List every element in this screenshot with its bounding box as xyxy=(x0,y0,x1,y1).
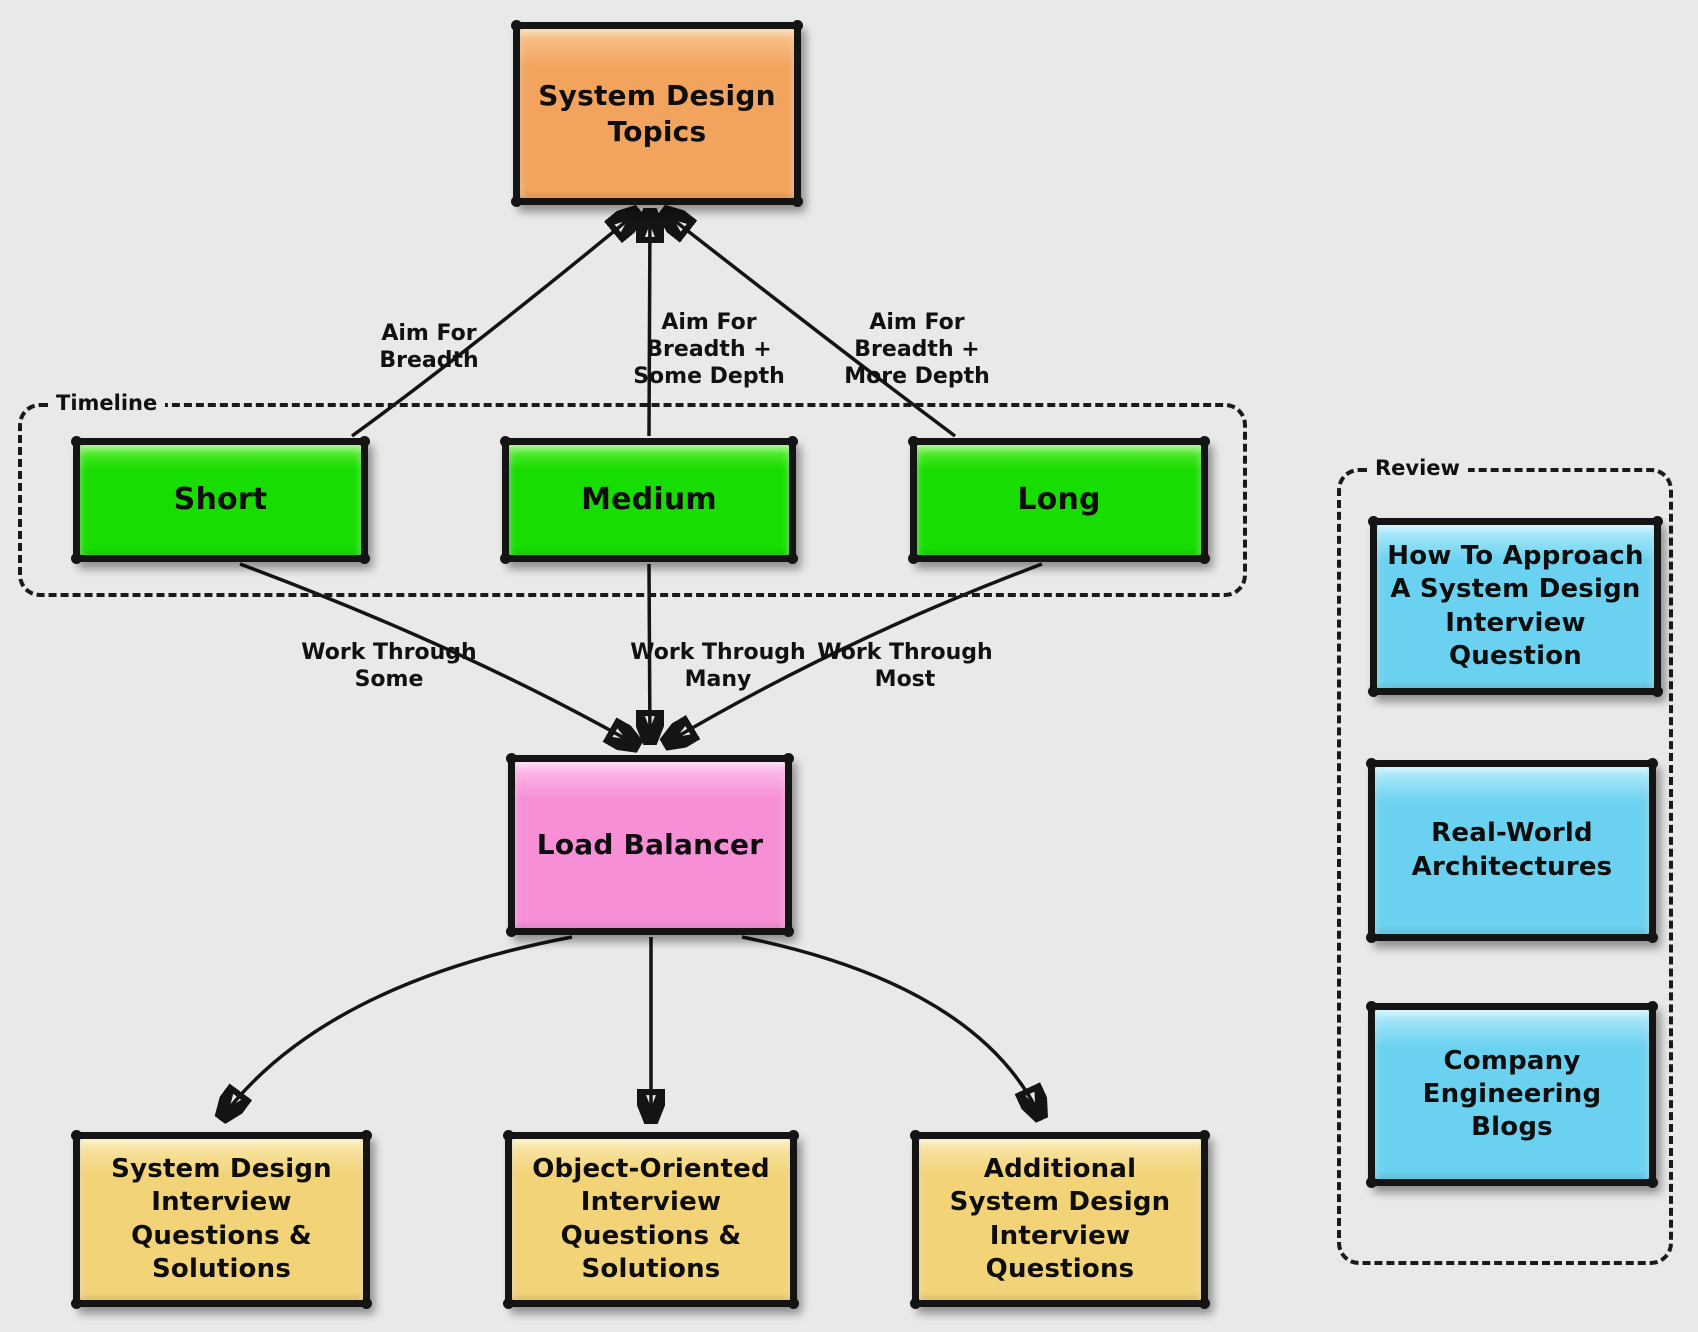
corner-dot xyxy=(1199,436,1210,447)
node-system-design-topics-label: System Design Topics xyxy=(538,78,776,148)
timeline-group-label: Timeline xyxy=(48,391,166,415)
corner-dot xyxy=(506,926,517,937)
node-short-label: Short xyxy=(173,481,268,517)
corner-dot xyxy=(1647,1001,1658,1012)
node-company-engineering-blogs: Company Engineering Blogs xyxy=(1366,1001,1658,1188)
corner-dot xyxy=(1199,1130,1210,1141)
node-ooiq-label: Object-Oriented Interview Questions & So… xyxy=(532,1153,770,1284)
corner-dot xyxy=(361,1130,372,1141)
corner-dot xyxy=(1652,516,1663,527)
node-medium-label: Medium xyxy=(581,481,717,517)
edge-label-work-through-many: Work Through Many xyxy=(630,640,806,692)
corner-dot xyxy=(787,553,798,564)
node-long-label: Long xyxy=(1017,481,1101,517)
corner-dot xyxy=(1366,1177,1377,1188)
node-how-to-approach: How To Approach A System Design Intervie… xyxy=(1368,516,1663,697)
corner-dot xyxy=(910,1298,921,1309)
edge-label-aim-for-breadth-some-depth: Aim For Breadth + Some Depth xyxy=(633,309,785,389)
node-system-design-interview-questions: System Design Interview Questions & Solu… xyxy=(71,1130,372,1309)
corner-dot xyxy=(71,1298,82,1309)
node-sdiq-label: System Design Interview Questions & Solu… xyxy=(111,1153,332,1284)
corner-dot xyxy=(1366,932,1377,943)
node-additional-system-design-interview-questions: Additional System Design Interview Quest… xyxy=(910,1130,1210,1309)
node-company-engineering-blogs-label: Company Engineering Blogs xyxy=(1422,1045,1602,1143)
corner-dot xyxy=(908,553,919,564)
review-group: Review xyxy=(1337,456,1673,1265)
corner-dot xyxy=(361,1298,372,1309)
review-group-label: Review xyxy=(1367,456,1468,480)
corner-dot xyxy=(1368,686,1379,697)
node-short: Short xyxy=(71,436,370,564)
corner-dot xyxy=(788,1298,799,1309)
arrow-load-balancer-to-asdiq xyxy=(741,935,1042,1120)
corner-dot xyxy=(908,436,919,447)
node-load-balancer: Load Balancer xyxy=(506,753,794,937)
corner-dot xyxy=(71,436,82,447)
corner-dot xyxy=(506,753,517,764)
corner-dot xyxy=(1647,932,1658,943)
corner-dot xyxy=(500,553,511,564)
corner-dot xyxy=(1199,553,1210,564)
corner-dot xyxy=(787,436,798,447)
node-system-design-topics: System Design Topics xyxy=(511,20,803,207)
corner-dot xyxy=(1366,1001,1377,1012)
edge-label-aim-for-breadth-more-depth: Aim For Breadth + More Depth xyxy=(844,309,990,389)
corner-dot xyxy=(503,1130,514,1141)
node-load-balancer-label: Load Balancer xyxy=(536,828,764,862)
corner-dot xyxy=(511,20,522,31)
corner-dot xyxy=(359,436,370,447)
corner-dot xyxy=(1199,1298,1210,1309)
arrow-load-balancer-to-sdiq xyxy=(220,935,573,1120)
node-how-to-approach-label: How To Approach A System Design Intervie… xyxy=(1387,540,1644,671)
corner-dot xyxy=(792,20,803,31)
node-real-world-architectures-label: Real-World Architectures xyxy=(1411,818,1613,882)
node-long: Long xyxy=(908,436,1210,564)
corner-dot xyxy=(71,1130,82,1141)
corner-dot xyxy=(783,926,794,937)
corner-dot xyxy=(783,753,794,764)
corner-dot xyxy=(1647,1177,1658,1188)
edge-label-work-through-most: Work Through Most xyxy=(817,640,993,692)
node-asdiq-label: Additional System Design Interview Quest… xyxy=(949,1153,1171,1284)
corner-dot xyxy=(1366,758,1377,769)
corner-dot xyxy=(910,1130,921,1141)
corner-dot xyxy=(359,553,370,564)
corner-dot xyxy=(71,553,82,564)
edge-label-aim-for-breadth: Aim For Breadth xyxy=(379,321,479,373)
timeline-group: Timeline xyxy=(18,391,1247,597)
edge-label-work-through-some: Work Through Some xyxy=(301,640,477,692)
node-object-oriented-interview-questions: Object-Oriented Interview Questions & So… xyxy=(503,1130,799,1309)
corner-dot xyxy=(1652,686,1663,697)
corner-dot xyxy=(788,1130,799,1141)
node-medium: Medium xyxy=(500,436,798,564)
corner-dot xyxy=(503,1298,514,1309)
corner-dot xyxy=(500,436,511,447)
corner-dot xyxy=(792,196,803,207)
node-real-world-architectures: Real-World Architectures xyxy=(1366,758,1658,943)
corner-dot xyxy=(1647,758,1658,769)
corner-dot xyxy=(511,196,522,207)
corner-dot xyxy=(1368,516,1379,527)
